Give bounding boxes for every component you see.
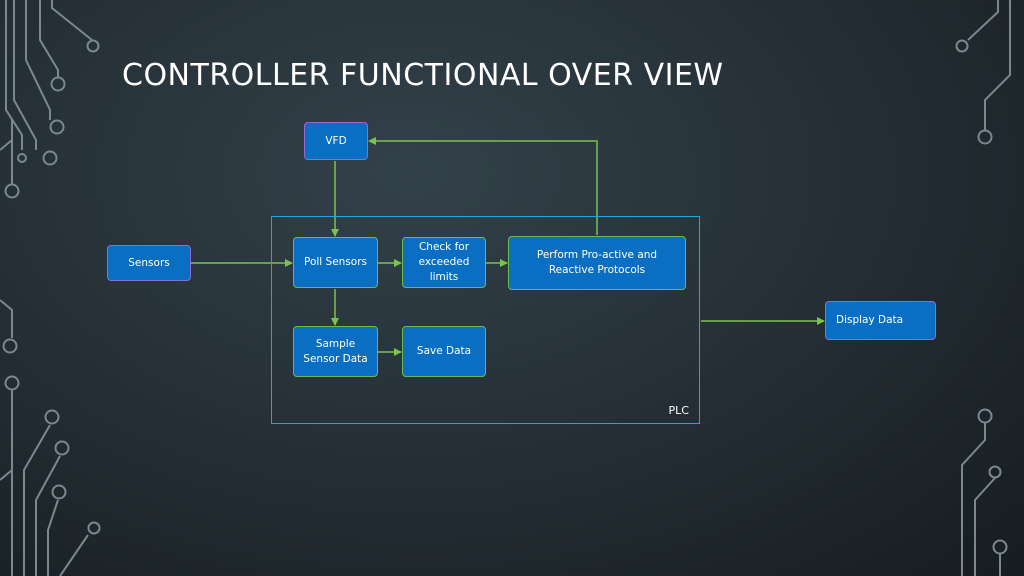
node-sensors: Sensors <box>107 245 191 281</box>
page-title: CONTROLLER FUNCTIONAL OVER VIEW <box>122 58 724 93</box>
node-sample-data: Sample Sensor Data <box>293 326 378 377</box>
node-protocols: Perform Pro-active and Reactive Protocol… <box>508 236 686 290</box>
plc-label: PLC <box>668 404 689 417</box>
node-check-limits: Check for exceeded limits <box>402 237 486 288</box>
node-display-data: Display Data <box>825 301 936 340</box>
node-vfd: VFD <box>304 122 368 160</box>
node-save-data: Save Data <box>402 326 486 377</box>
node-poll-sensors: Poll Sensors <box>293 237 378 288</box>
plc-container: PLC <box>271 216 700 424</box>
